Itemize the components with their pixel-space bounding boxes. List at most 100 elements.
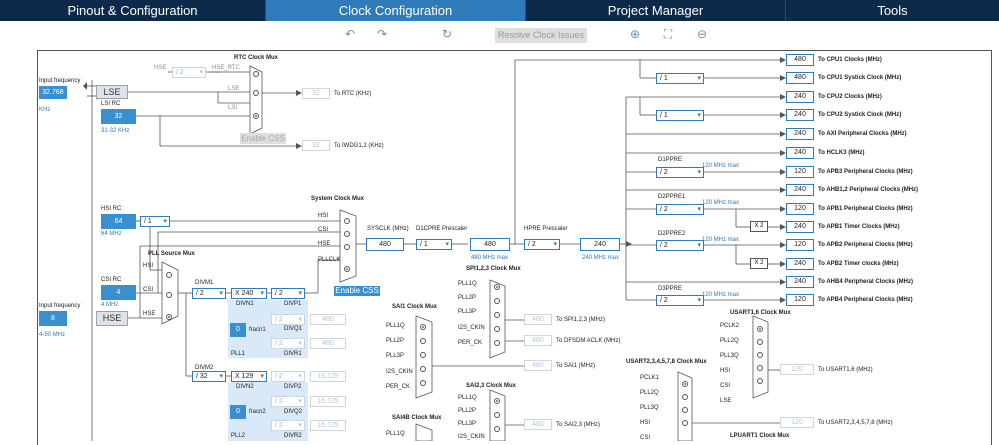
usart16-output: 120 [780, 364, 814, 375]
output-value-11: 240 [786, 258, 814, 270]
refresh-icon[interactable]: ↻ [441, 27, 453, 41]
undo-icon[interactable]: ↶ [344, 27, 356, 41]
spi123-mux-shape [489, 279, 506, 359]
pll-csi-radio[interactable] [166, 292, 172, 298]
divm1-select[interactable]: / 2 [192, 288, 226, 299]
rtc-output-label: To RTC (KHz) [334, 91, 372, 97]
divm2-select[interactable]: / 32 [192, 371, 226, 382]
rtc-clock-mux-title: RTC Clock Mux [234, 55, 279, 61]
spi123-radio-4[interactable] [494, 340, 500, 346]
pll-hse-label: HSE [143, 311, 156, 317]
spi123-output: 480 [524, 314, 552, 325]
sai23-radio-0[interactable] [494, 398, 500, 404]
d2ppre2-label: D2PPRE2 [658, 231, 686, 237]
output-prescaler-select-8[interactable]: / 2 [656, 204, 704, 215]
sai23-radio-2[interactable] [494, 426, 500, 432]
hsi-rc-title: HSI RC [101, 206, 122, 212]
divr1-select[interactable]: / 2 [271, 338, 305, 349]
rtc-mux-lsi-radio[interactable] [253, 113, 259, 119]
rtc-mux-lse-radio[interactable] [253, 90, 259, 96]
spi123-radio-0[interactable] [494, 284, 500, 290]
output-prescaler-select-10[interactable]: / 2 [656, 240, 704, 251]
sai1-radio-1[interactable] [420, 338, 426, 344]
sysmux-csi-radio[interactable] [344, 231, 350, 237]
fracn1-label: fracn1 [249, 327, 266, 333]
divr1-label: DIVR1 [284, 351, 302, 357]
spi123-radio-1[interactable] [494, 298, 500, 304]
d2ppre2-max: 120 MHz max [702, 237, 740, 243]
divq1-select[interactable]: / 2 [271, 314, 305, 325]
rtc-enable-css-button[interactable]: Enable CSS [240, 133, 286, 144]
output-prescaler-select-3[interactable]: / 1 [656, 110, 704, 121]
usart2-radio-1[interactable] [682, 394, 688, 400]
hsi-divider-select[interactable]: / 1 [140, 216, 170, 227]
zoom-in-icon[interactable]: ⊕ [629, 27, 641, 41]
usart2-radio-2[interactable] [682, 407, 688, 413]
spi123-radio-2[interactable] [494, 312, 500, 318]
sysmux-hse-radio[interactable] [344, 244, 350, 250]
redo-icon[interactable]: ↷ [376, 27, 388, 41]
resolve-clock-issues-button[interactable]: Resolve Clock Issues [495, 28, 587, 43]
iwdg-output-value: 32 [302, 140, 330, 151]
tab-project-manager[interactable]: Project Manager [526, 0, 786, 21]
rtc-hse-divider-select[interactable]: / 2 [172, 67, 206, 78]
sai1-radio-4[interactable] [420, 380, 426, 386]
spi123-in-1: PLL2P [458, 295, 477, 301]
usart16-radio-0[interactable] [757, 326, 763, 332]
divn2-select[interactable]: X 129 [231, 371, 267, 382]
tab-pinout-configuration[interactable]: Pinout & Configuration [0, 0, 266, 21]
d1cpre-prescaler-select[interactable]: / 1 [416, 239, 452, 250]
usart2-radio-3[interactable] [682, 420, 688, 426]
usart16-radio-1[interactable] [757, 339, 763, 345]
pll-hse-radio[interactable] [166, 314, 172, 320]
divq2-select[interactable]: / 2 [271, 396, 305, 407]
hpre-prescaler-select[interactable]: / 2 [524, 239, 560, 250]
fracn2-value[interactable]: 0 [230, 405, 246, 419]
output-prescaler-select-6[interactable]: / 2 [656, 167, 704, 178]
divr2-output: 16.125 [310, 420, 346, 431]
divn1-select[interactable]: X 240 [231, 288, 267, 299]
sai23-output: 480 [524, 419, 552, 430]
usart16-radio-3[interactable] [757, 365, 763, 371]
usart16-radio-4[interactable] [757, 378, 763, 384]
output-value-6: 120 [786, 166, 814, 178]
rtc-output-value: 32 [302, 88, 330, 99]
sai1-radio-0[interactable] [420, 324, 426, 330]
fit-screen-icon[interactable]: ⛶ [663, 27, 673, 41]
spi123-radio-3[interactable] [494, 326, 500, 332]
usart16-in-2: PLL3Q [720, 353, 739, 359]
sysclk-value: 480 [366, 238, 404, 251]
output-label-10: To APB2 Peripheral Clocks (MHz) [818, 242, 913, 248]
divr2-select[interactable]: / 2 [271, 420, 305, 431]
sai1-radio-3[interactable] [420, 366, 426, 372]
tab-tools[interactable]: Tools [877, 3, 908, 18]
zoom-out-icon[interactable]: ⊖ [696, 27, 708, 41]
sai4b-in-0: PLL1Q [386, 431, 405, 437]
hse-input-frequency[interactable]: 8 [39, 311, 67, 326]
output-value-4: 240 [786, 128, 814, 140]
usart2-in-0: PCLK1 [640, 375, 660, 381]
rtc-mux-hse-radio[interactable] [253, 71, 259, 77]
output-value-3: 240 [786, 109, 814, 121]
sysclk-enable-css-button[interactable]: Enable CSS [334, 286, 380, 296]
sai23-radio-1[interactable] [494, 412, 500, 418]
usart2-radio-0[interactable] [682, 381, 688, 387]
output-prescaler-select-1[interactable]: / 1 [656, 73, 704, 84]
sysmux-pllclk-radio[interactable] [344, 266, 350, 272]
divp1-label: DIVP1 [284, 301, 302, 307]
sysmux-csi-label: CSI [318, 227, 329, 233]
pll-hsi-radio[interactable] [166, 272, 172, 278]
output-prescaler-select-13[interactable]: / 2 [656, 295, 704, 306]
divp1-select[interactable]: / 2 [271, 288, 305, 299]
divp2-select[interactable]: / 2 [271, 371, 305, 382]
sai1-radio-2[interactable] [420, 352, 426, 358]
sysmux-hsi-radio[interactable] [344, 218, 350, 224]
pll-hsi-label: HSI [143, 263, 154, 269]
output-label-2: To CPU2 Clocks (MHz) [818, 94, 882, 100]
fracn1-value[interactable]: 0 [230, 323, 246, 337]
lse-input-frequency[interactable]: 32.768 [39, 86, 67, 99]
usart16-radio-2[interactable] [757, 352, 763, 358]
output-value-5: 240 [786, 147, 814, 159]
tab-clock-configuration[interactable]: Clock Configuration [266, 0, 526, 21]
output-value-9: 240 [786, 221, 814, 233]
